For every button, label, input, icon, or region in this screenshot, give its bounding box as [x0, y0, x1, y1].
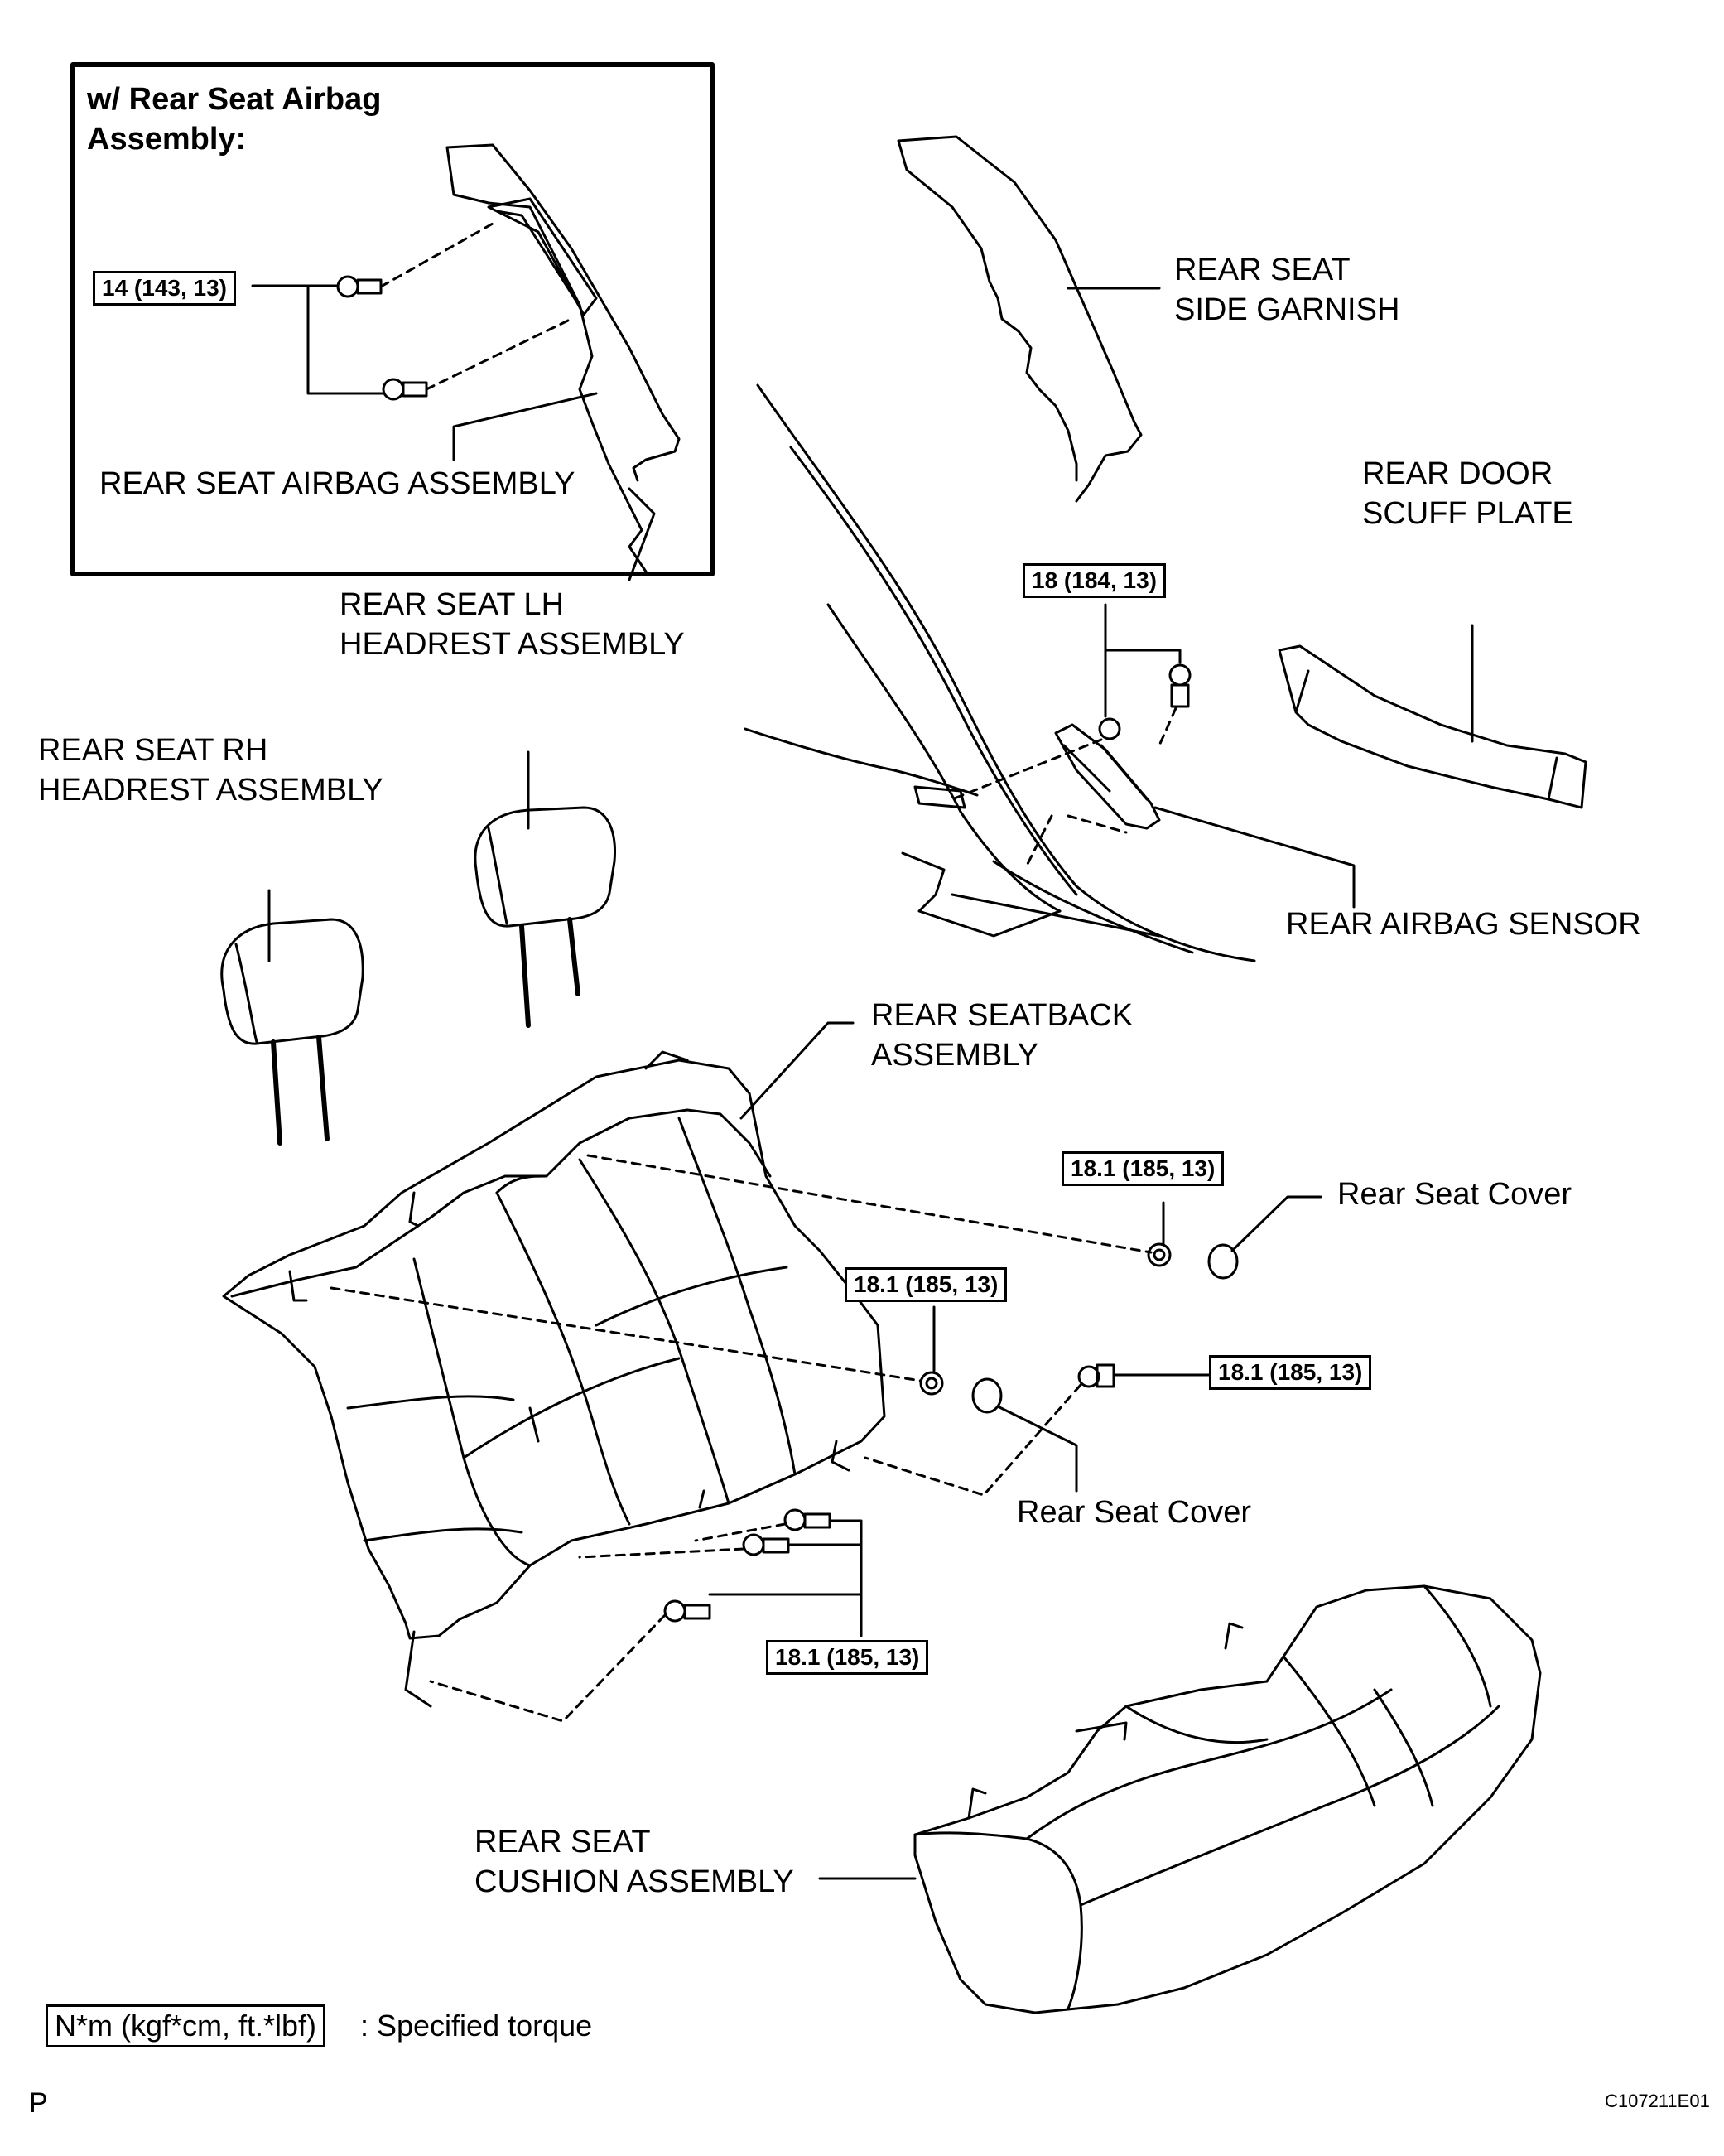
seatback-nut-mid-guide [330, 1286, 922, 1382]
seatback-seam-far-right [677, 1117, 797, 1476]
seatback-bolt-low-1 [783, 1508, 831, 1531]
seatback-lower-brackets [404, 1440, 850, 1708]
seatback-bolt-low-2 [742, 1533, 790, 1556]
inset-airbag-lower [628, 487, 656, 581]
inset-torque-leader [251, 284, 384, 395]
inset-airbag-leader [452, 392, 598, 461]
seat-cover-lower-shape [971, 1377, 1003, 1414]
sensor-bolt [1168, 663, 1192, 708]
seatback-mid-torque-box: 18.1 (185, 13) [845, 1267, 1008, 1302]
inset-airbag-label: REAR SEAT AIRBAG ASSEMBLY [99, 466, 575, 501]
airbag-sensor-leader [1153, 806, 1356, 909]
inset-pillar-shape [445, 143, 681, 573]
body-pillar-curve-outer [756, 383, 1256, 962]
seatback-seam-left [412, 1257, 532, 1567]
legend-text: : Specified torque [360, 2009, 593, 2043]
airbag-sensor-shape [1054, 723, 1161, 830]
inset-title-line-1: w/ Rear Seat Airbag [87, 82, 382, 117]
seatback-bolt-right-guide [864, 1383, 1082, 1497]
sensor-nut [1098, 717, 1121, 740]
rh-headrest-label: REAR SEAT RH HEADREST ASSEMBLY [38, 733, 383, 808]
inset-title: w/ Rear Seat Airbag Assembly: [87, 80, 382, 159]
inset-bolt-lower-guide [425, 317, 573, 391]
inset-bolt-lower [382, 378, 428, 401]
side-garnish-label: REAR SEAT SIDE GARNISH [1174, 253, 1400, 327]
seat-cover-upper-shape [1207, 1243, 1239, 1280]
inset-title-line-2: Assembly: [87, 122, 247, 157]
door-scuff-label: REAR DOOR SCUFF PLATE [1362, 456, 1573, 531]
seatback-nut-upper [1147, 1242, 1172, 1267]
inset-bolt-upper-guide [379, 222, 494, 288]
sensor-torque-box: 18 (184, 13) [1023, 563, 1166, 598]
cushion-outline [913, 1584, 1542, 2014]
cushion-label: REAR SEAT CUSHION ASSEMBLY [474, 1825, 794, 1899]
seat-cover-lower-label: Rear Seat Cover [1017, 1495, 1252, 1530]
seat-cover-lower-leader [996, 1405, 1078, 1493]
seatback-bolt-low-3 [663, 1599, 711, 1623]
lh-headrest-stays [519, 917, 580, 1028]
lh-headrest-label: REAR SEAT LH HEADREST ASSEMBLY [340, 587, 685, 662]
inset-bolt-upper [336, 275, 383, 298]
sensor-torque-leader [1104, 603, 1182, 718]
body-clip [913, 785, 966, 809]
side-garnish-shape [897, 135, 1143, 503]
seatback-upper-torque-box: 18.1 (185, 13) [1062, 1151, 1225, 1186]
legend-unit-box: N*m (kgf*cm, ft.*lbf) [46, 2004, 326, 2047]
seatback-label: REAR SEATBACK ASSEMBLY [871, 998, 1134, 1073]
seatback-center-bolster [495, 1174, 548, 1443]
figure-code: C107211E01 [1605, 2091, 1710, 2111]
cushion-front-edge [913, 1831, 1083, 2010]
rh-headrest-stays [271, 1035, 330, 1146]
body-pillar-curve-inner [826, 603, 1062, 913]
seatback-right-torque-box: 18.1 (185, 13) [1209, 1355, 1372, 1390]
sensor-bolt-guide [1158, 707, 1177, 747]
seatback-bottom-torque-box: 18.1 (185, 13) [766, 1640, 929, 1675]
cushion-seams [1025, 1584, 1500, 1907]
inset-airbag-module [487, 197, 598, 316]
seatback-bolt-right [1077, 1363, 1115, 1388]
door-scuff-shape [1278, 644, 1587, 809]
inset-frame [70, 62, 715, 576]
corner-mark: P [29, 2087, 48, 2119]
lh-headrest-shape [474, 806, 617, 928]
seat-cover-upper-label: Rear Seat Cover [1337, 1177, 1572, 1212]
sensor-lower-guide [1025, 814, 1128, 867]
body-pillar-curve-mid [789, 446, 1078, 896]
seatback-bolts-low-guides [429, 1522, 787, 1723]
sensor-nut-guide [951, 738, 1103, 801]
seatback-seam-right [578, 1158, 730, 1505]
seatback-bottom-torque-leader [708, 1519, 863, 1637]
inset-torque-box: 14 (143, 13) [93, 271, 236, 306]
rh-headrest-shape [220, 918, 364, 1045]
seat-cover-upper-leader [1230, 1195, 1322, 1252]
seatback-nut-mid [919, 1371, 944, 1396]
seatback-top-hooks [288, 1050, 689, 1302]
seatback-nut-upper-guide [586, 1154, 1153, 1254]
seatback-stitch-lines [346, 1266, 788, 1542]
airbag-sensor-label: REAR AIRBAG SENSOR [1286, 907, 1641, 942]
body-lower-panel [901, 851, 1062, 938]
body-sill-line [744, 727, 1194, 954]
seatback-outline [222, 1059, 886, 1640]
seatback-seam-center [495, 1191, 631, 1526]
seatback-leader [739, 1021, 855, 1120]
cushion-hooks [967, 1622, 1244, 1820]
